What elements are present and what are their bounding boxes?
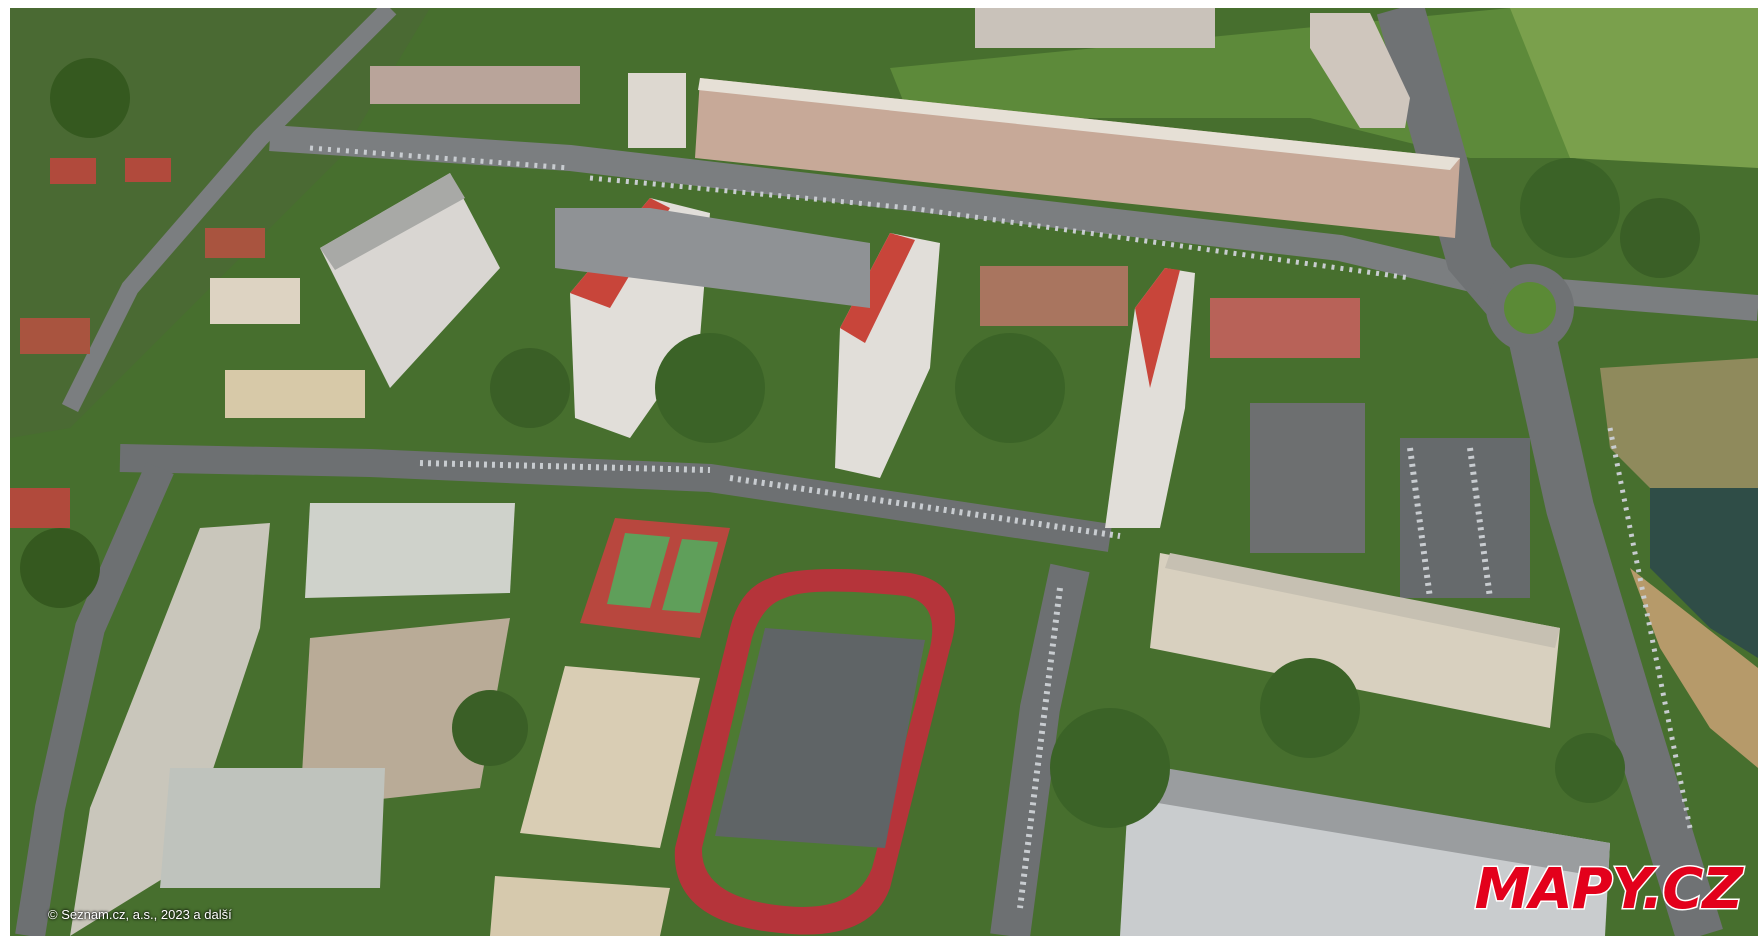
- house-roof: [10, 488, 70, 528]
- sand-field-west: [520, 666, 700, 848]
- house-roof: [50, 158, 96, 184]
- school-main-building: [305, 503, 515, 598]
- road-central: [119, 444, 1113, 552]
- apartment-block: [1310, 13, 1410, 128]
- tree-canopy: [452, 690, 528, 766]
- parked-cars-row: [419, 460, 711, 473]
- tree-canopy: [1520, 158, 1620, 258]
- quarry-bank: [1600, 358, 1758, 488]
- map-viewport[interactable]: © Seznam.cz, a.s., 2023 a další MAPY.CZ: [10, 8, 1758, 936]
- road-diagonal-northwest: [61, 8, 397, 413]
- low-building-roof: [1210, 298, 1360, 358]
- road-parking-vertical: [990, 563, 1090, 936]
- house-roof: [125, 158, 171, 182]
- school-wing-west: [70, 523, 270, 936]
- tree-canopy: [1555, 733, 1625, 803]
- sand-field-south: [490, 876, 670, 936]
- tree-canopy: [655, 333, 765, 443]
- parked-cars-row: [589, 175, 1411, 281]
- tree-canopy: [1620, 198, 1700, 278]
- panel-block-east: [1150, 553, 1560, 728]
- parked-cars-row: [1467, 447, 1493, 599]
- infield-court: [715, 628, 925, 848]
- parked-cars-row: [1017, 587, 1063, 909]
- tower-block-1-roof: [320, 173, 465, 270]
- apartment-block: [975, 8, 1215, 48]
- logo-text: MAPY.CZ: [1473, 856, 1744, 924]
- apartment-block: [370, 66, 580, 104]
- flat-roof-building: [1250, 403, 1365, 553]
- tower-block-4: [1105, 268, 1195, 528]
- aerial-map-imagery: [10, 8, 1758, 936]
- map-attribution[interactable]: © Seznam.cz, a.s., 2023 a další: [48, 907, 232, 922]
- building-low-west: [225, 370, 365, 418]
- parked-cars-row: [729, 475, 1121, 539]
- tennis-court-2: [662, 539, 718, 613]
- school-plaza: [300, 618, 510, 808]
- panel-block-south-roof: [1128, 763, 1610, 878]
- parked-cars-row: [1407, 447, 1433, 599]
- tree-canopy: [955, 333, 1065, 443]
- water-pond: [1650, 478, 1758, 658]
- tree-canopy: [490, 348, 570, 428]
- roundabout-island: [1504, 282, 1556, 334]
- parking-lot-east: [1400, 438, 1530, 598]
- tower-block-4-roof: [1135, 268, 1180, 388]
- house-roof: [20, 318, 90, 354]
- low-building-roof: [980, 266, 1128, 326]
- construction-sand: [1630, 568, 1758, 768]
- school-wing-south: [160, 768, 385, 888]
- house-roof: [210, 278, 300, 324]
- tower-block-3-roof: [840, 233, 915, 343]
- panel-block-east-roof: [1165, 553, 1560, 648]
- tennis-court-1: [607, 533, 670, 608]
- road-west-vertical: [15, 461, 174, 936]
- meadow-northeast: [1510, 8, 1758, 168]
- parked-cars-row: [309, 145, 571, 171]
- panel-block-north: [695, 78, 1460, 238]
- low-building-center: [555, 208, 870, 308]
- tree-canopy: [50, 58, 130, 138]
- apartment-block: [628, 73, 686, 148]
- road-east-main: [1376, 8, 1723, 936]
- tree-canopy: [20, 528, 100, 608]
- tree-canopy: [1260, 658, 1360, 758]
- panel-block-north-roof: [698, 78, 1460, 170]
- house-roof: [205, 228, 265, 258]
- tree-canopy: [1050, 708, 1170, 828]
- mapy-cz-logo[interactable]: MAPY.CZ: [1473, 856, 1744, 924]
